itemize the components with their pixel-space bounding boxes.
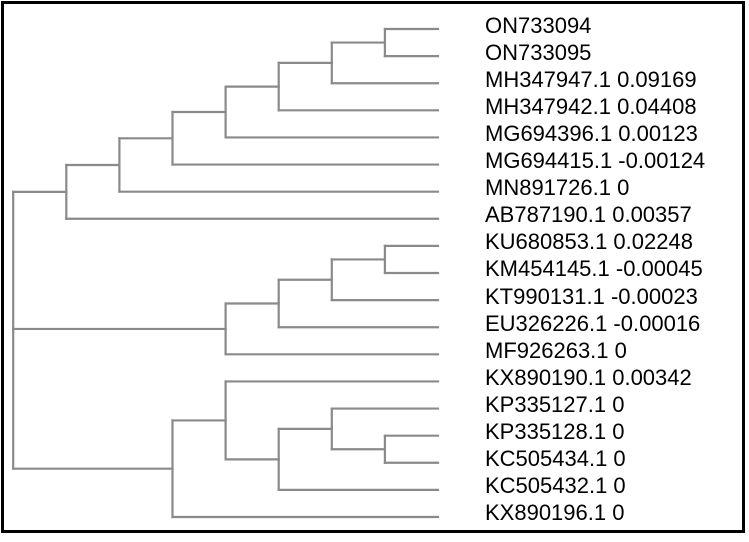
leaf-label: MG694415.1 -0.00124 [485, 148, 706, 174]
leaf-label: MG694396.1 0.00123 [485, 120, 698, 146]
leaf-label: KU680853.1 0.02248 [485, 229, 693, 255]
leaf-label: MN891726.1 0 [485, 175, 630, 201]
leaf-label: MH347942.1 0.04408 [485, 93, 697, 119]
leaf-label: MF926263.1 0 [485, 337, 627, 363]
leaf-label: KT990131.1 -0.00023 [485, 283, 698, 309]
leaf-label: ON733095 [485, 39, 592, 65]
leaf-label: KP335128.1 0 [485, 419, 625, 445]
leaf-label: AB787190.1 0.00357 [485, 202, 692, 228]
leaf-label: KX890196.1 0 [485, 500, 625, 526]
figure-border [1, 1, 745, 533]
leaf-label: KP335127.1 0 [485, 392, 625, 418]
leaf-label: EU326226.1 -0.00016 [485, 310, 701, 336]
leaf-label: KX890190.1 0.00342 [485, 364, 692, 390]
leaf-label: KC505432.1 0 [485, 473, 626, 499]
leaf-label: MH347947.1 0.09169 [485, 66, 697, 92]
leaf-label: KM454145.1 -0.00045 [485, 256, 703, 282]
leaf-label: KC505434.1 0 [485, 446, 626, 472]
leaf-label: ON733094 [485, 12, 592, 38]
